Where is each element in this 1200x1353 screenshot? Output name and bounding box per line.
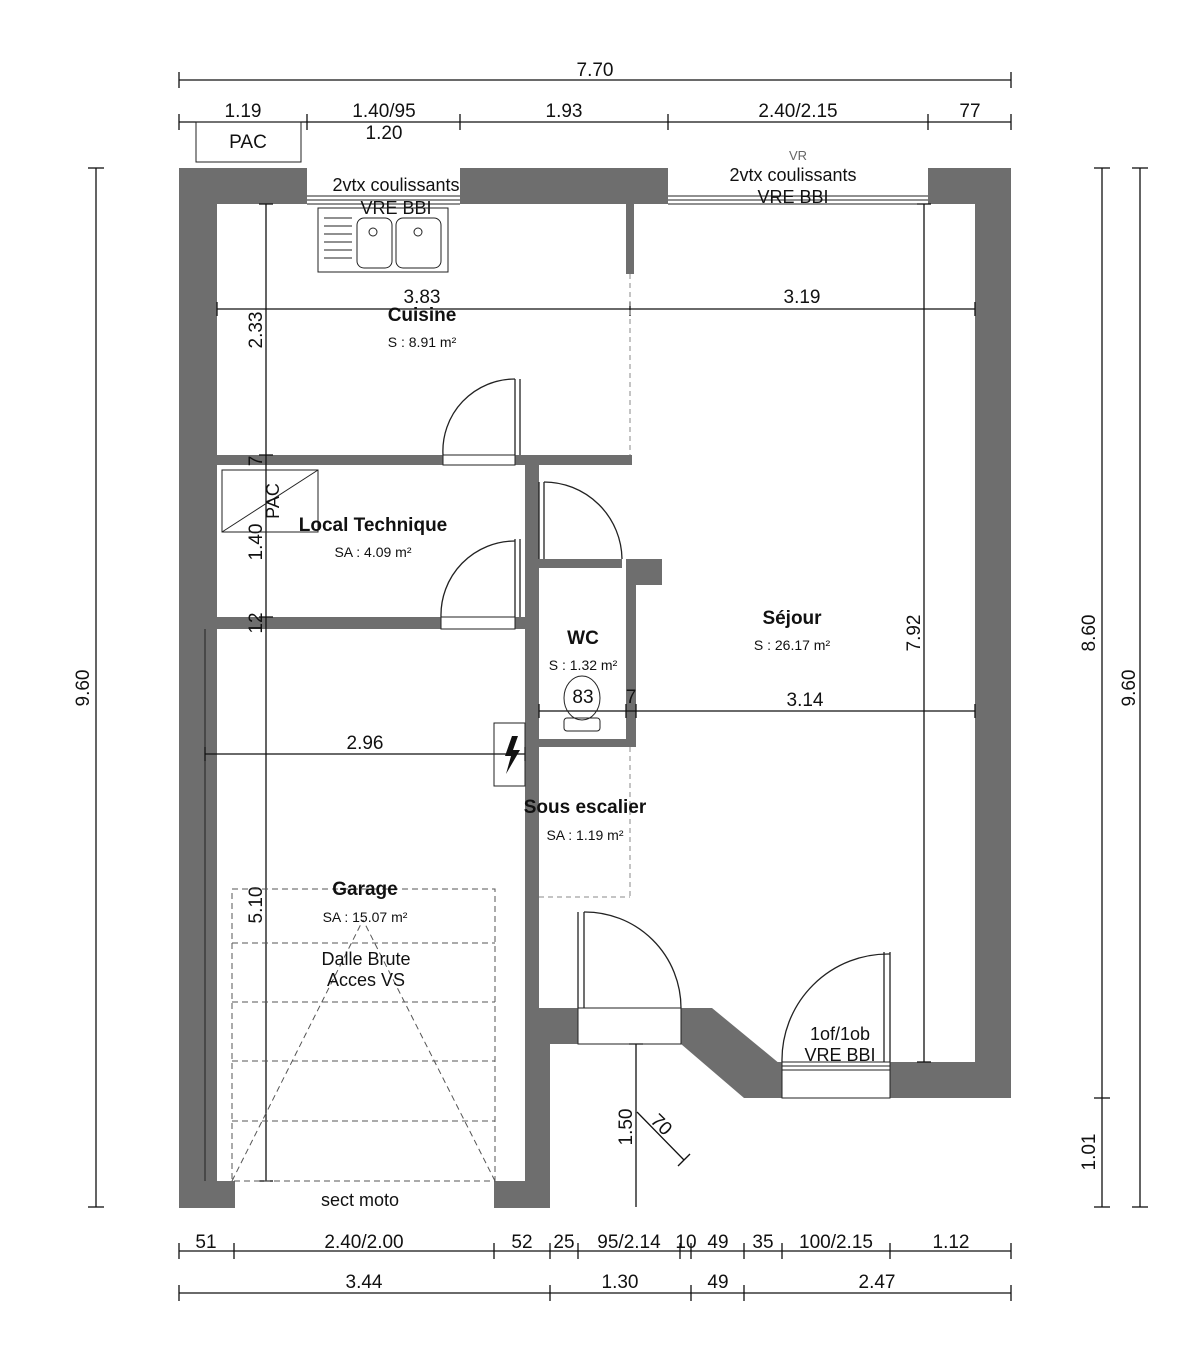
dim-garage-width: 2.96 [347,733,384,754]
dim-local-depth: 1.40 [246,524,267,561]
walls [179,168,1011,1208]
electrical-panel-icon [493,722,526,787]
dim-right-inner: 8.60 [1079,615,1100,652]
dim-top-5: 77 [959,101,980,122]
dim-bottom2-1: 3.44 [346,1272,383,1293]
dim-bottom-9: 100/2.15 [799,1232,873,1253]
garage-door-label: sect moto [321,1190,399,1210]
dim-right-lower: 1.01 [1079,1134,1100,1171]
kitchen-sink-icon [317,207,449,273]
room-wc-area: S : 1.32 m² [549,657,618,673]
dim-sejour-depth: 7.92 [904,615,925,652]
dim-left-total: 9.60 [73,670,94,707]
window-cuisine: 2vtx coulissants VRE BBI [307,175,460,218]
room-labels: Cuisine S : 8.91 m² Local Technique SA :… [299,305,831,1210]
pac-top-label: PAC [229,132,267,153]
room-garage-area: SA : 15.07 m² [323,909,408,925]
top-dimensions: 7.70 1.19 1.40/95 1.93 2.40/2.15 77 1.20 [178,60,1012,144]
door-entrance [577,911,682,1045]
dim-bottom-8: 35 [752,1232,773,1253]
dim-bottom-2: 2.40/2.00 [324,1232,403,1253]
dashed-lines [231,274,631,1182]
dim-bottom-7: 49 [707,1232,728,1253]
door-sejour-garden: 1of/1ob VRE BBI [781,952,891,1099]
left-dimensions: 9.60 [73,167,104,1208]
door-cuisine [442,378,521,466]
door-wc [538,481,623,560]
dim-top-total: 7.70 [577,60,614,81]
dim-bottom2-2: 1.30 [602,1272,639,1293]
door-sejour-label-1: 1of/1ob [810,1024,870,1044]
room-sejour-name: Séjour [762,608,822,629]
dim-bottom-5: 95/2.14 [597,1232,661,1253]
dim-top-2: 1.40/95 [352,101,415,122]
dim-sejour-width: 3.19 [784,287,821,308]
pac-indoor-unit: PAC [221,469,319,533]
room-sejour-area: S : 26.17 m² [754,637,831,653]
room-garage-name: Garage [332,879,397,900]
dim-cuisine-width: 3.83 [404,287,441,308]
dim-bottom2-4: 2.47 [859,1272,896,1293]
right-dimensions: 8.60 1.01 9.60 [1079,167,1148,1208]
window-cuisine-label-1: 2vtx coulissants [332,175,459,195]
door-local-technique [440,539,521,630]
garage-note-1: Dalle Brute [321,949,410,969]
dim-top-1: 1.19 [225,101,262,122]
dim-top-3: 1.93 [546,101,583,122]
garage-note-2: Acces VS [327,970,405,990]
room-cuisine-name: Cuisine [388,305,457,326]
room-wc-name: WC [567,628,599,649]
room-sous-escalier-name: Sous escalier [524,797,647,818]
dim-bottom-1: 51 [195,1232,216,1253]
dim-top-4: 2.40/2.15 [758,101,837,122]
window-sejour-vr: VR [789,148,807,163]
dim-wc-83: 83 [572,687,593,708]
window-sejour-label-1: 2vtx coulissants [729,165,856,185]
dim-sejour-width-lower: 3.14 [787,690,824,711]
dim-top-sub: 1.20 [366,123,403,144]
dim-bottom-3: 52 [511,1232,532,1253]
room-cuisine-area: S : 8.91 m² [388,334,457,350]
dim-right-outer: 9.60 [1119,670,1140,707]
pac-local-label: PAC [263,483,283,519]
room-local-area: SA : 4.09 m² [334,544,411,560]
dim-gap-12: 12 [246,612,267,633]
dim-entry-150: 1.50 [616,1109,637,1146]
dim-bottom-10: 1.12 [933,1232,970,1253]
window-sejour: VR 2vtx coulissants VRE BBI [668,148,928,207]
pac-outdoor-unit: PAC [195,121,302,163]
toilet-icon [563,675,601,732]
window-sejour-label-2: VRE BBI [757,187,828,207]
room-sous-escalier-area: SA : 1.19 m² [546,827,623,843]
dim-garage-depth: 5.10 [246,887,267,924]
dim-wc-7: 7 [626,687,637,708]
dim-bottom-4: 25 [553,1232,574,1253]
dim-bottom-6: 10 [675,1232,696,1253]
door-sejour-label-2: VRE BBI [804,1045,875,1065]
room-local-name: Local Technique [299,515,448,536]
dim-entry-70: 70 [646,1110,676,1140]
dim-gap-7-top: 7 [246,456,267,467]
interior-dimensions: 3.83 3.19 2.33 7 1.40 12 5.10 2.96 7.92 … [204,203,976,1207]
dim-cuisine-depth: 2.33 [246,312,267,349]
dim-bottom2-3: 49 [707,1272,728,1293]
bottom-dimensions: 51 2.40/2.00 52 25 95/2.14 10 49 35 100/… [178,1232,1012,1301]
